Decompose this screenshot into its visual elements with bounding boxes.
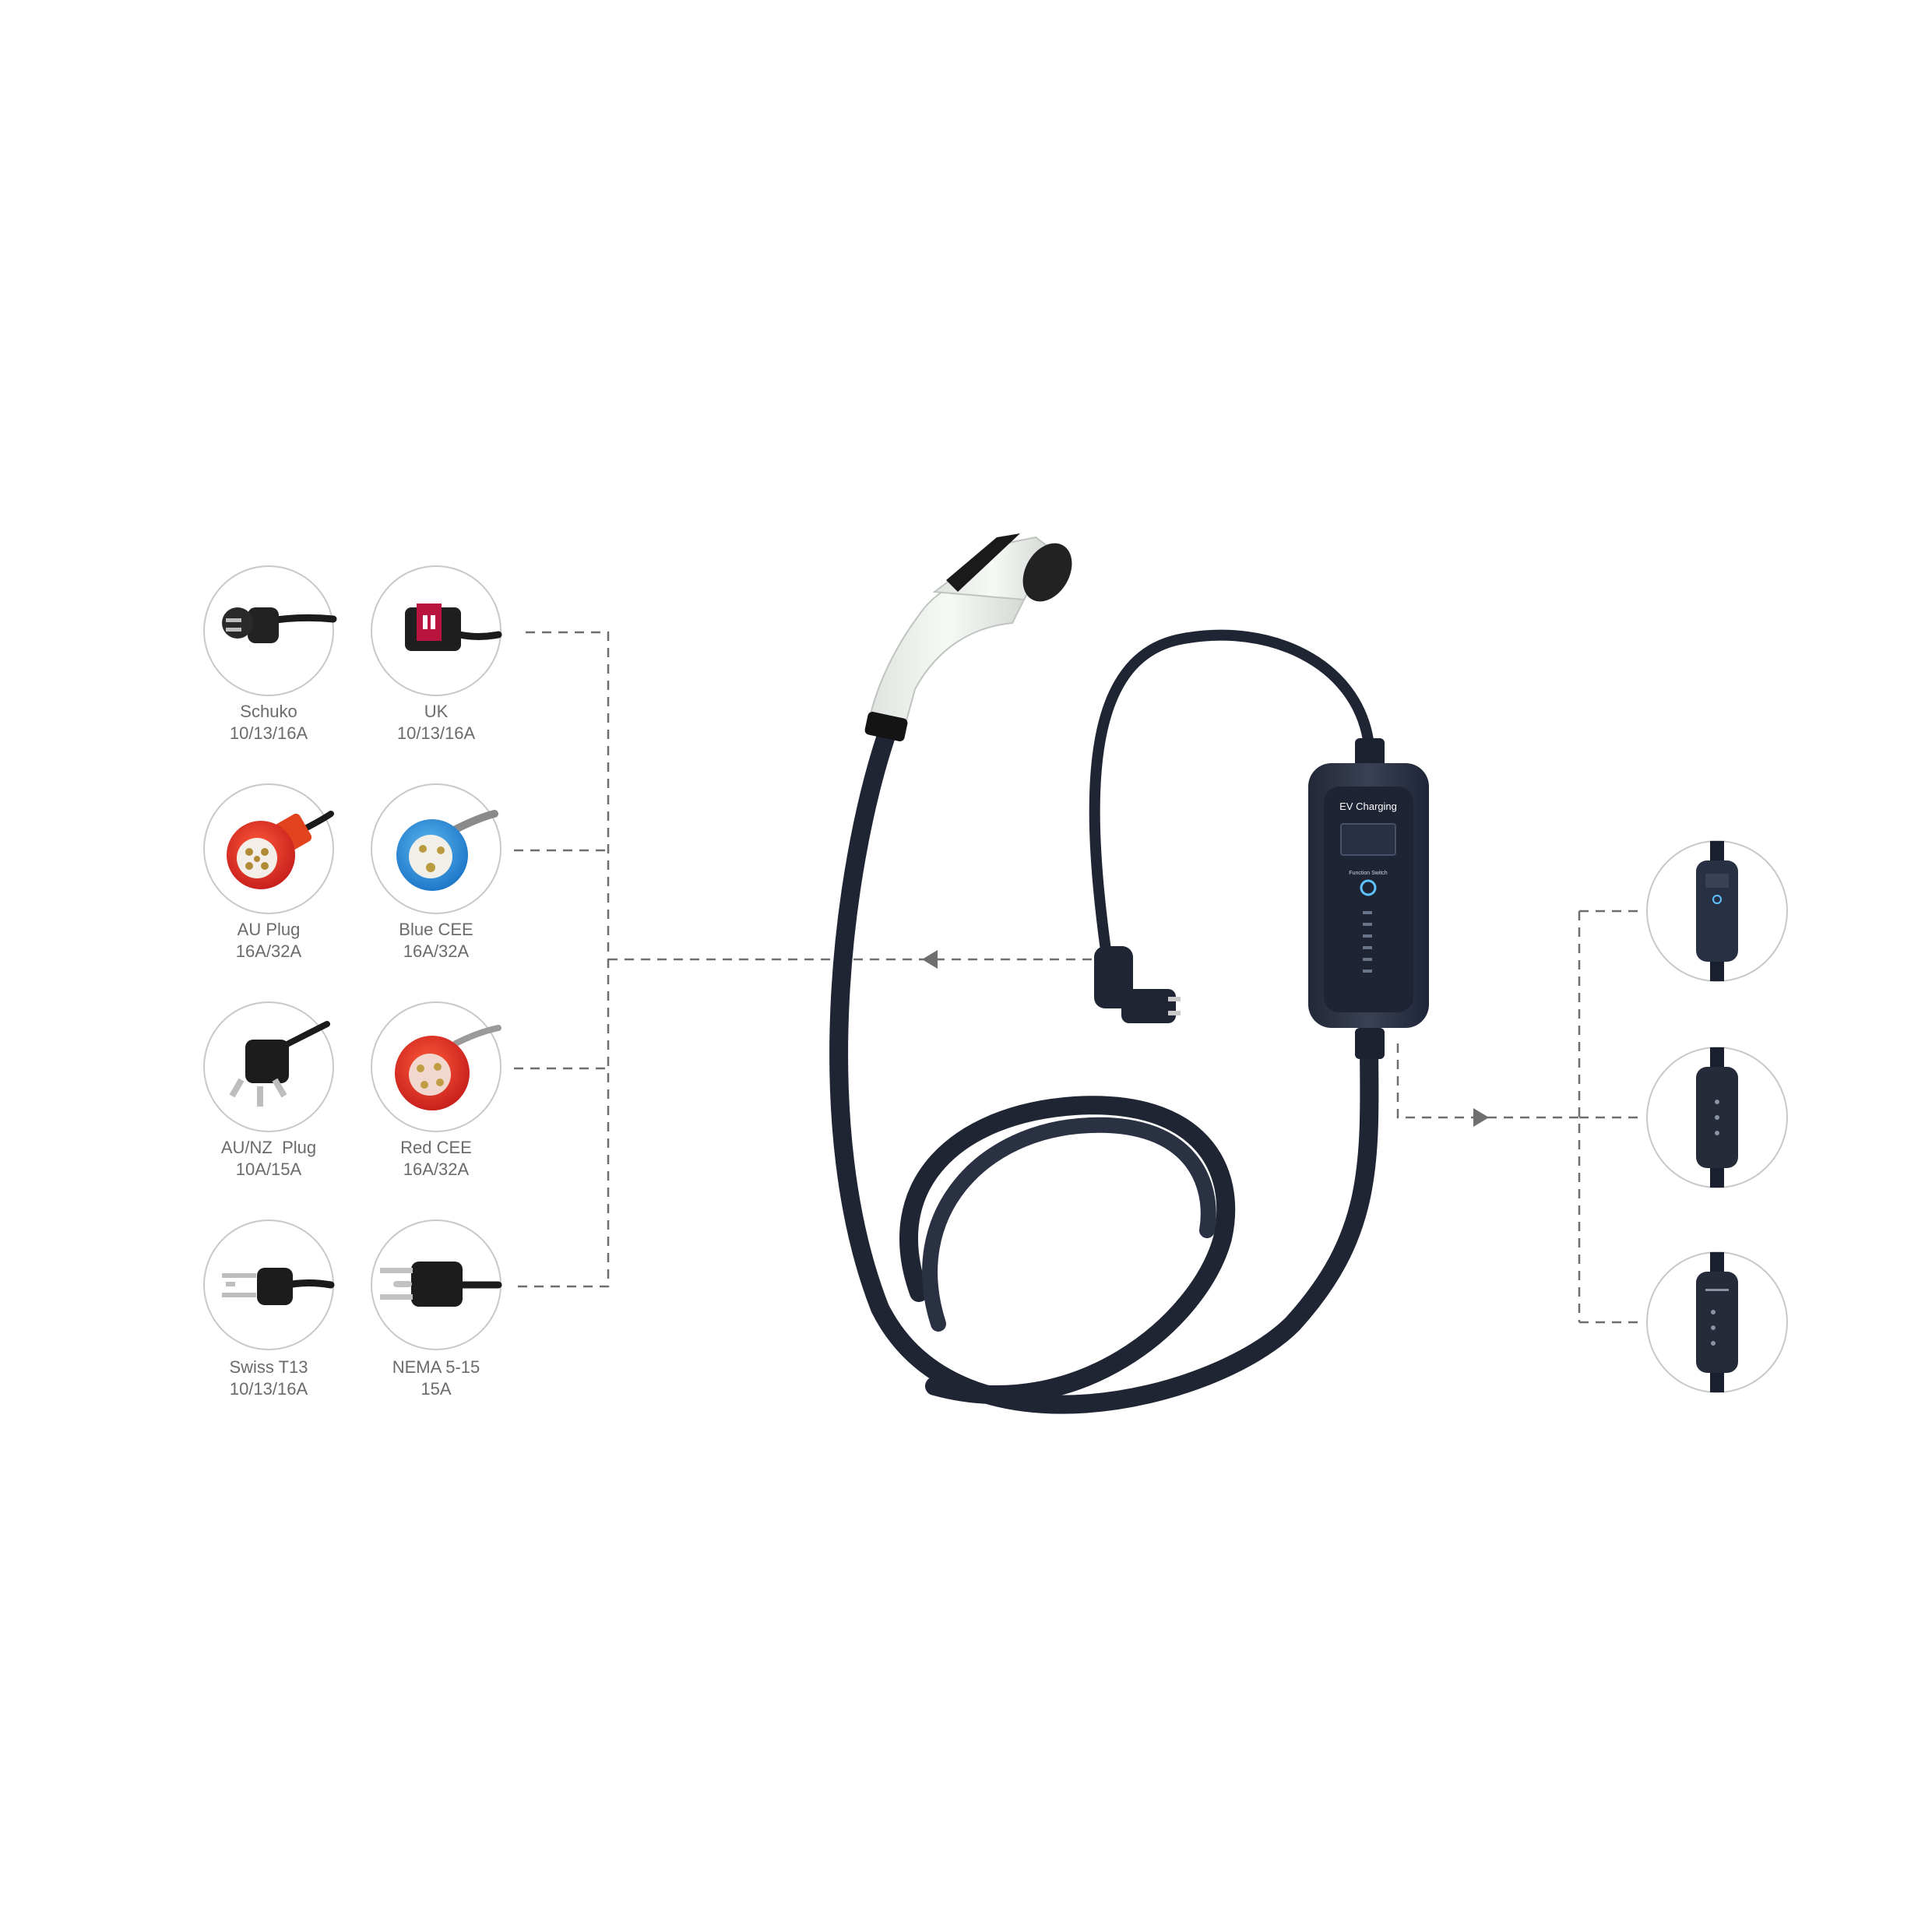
schuko-plug-icon	[203, 565, 337, 696]
swiss-t13-plug-icon	[203, 1219, 335, 1350]
input-plug-icon	[1094, 946, 1181, 1023]
plug-label-red-cee: Red CEE 16A/32A	[350, 1137, 522, 1181]
plug-name: AU Plug	[237, 920, 301, 939]
type2-connector-icon	[864, 533, 1072, 741]
au-industrial-plug-icon	[203, 783, 334, 914]
control-box: EV Charging Function Switch	[1308, 738, 1429, 1059]
status-leds-icon	[1363, 911, 1372, 973]
function-switch-label: Function Switch	[1349, 871, 1388, 876]
plug-label-schuko: Schuko 10/13/16A	[183, 701, 354, 744]
plug-label-au-nz: AU/NZ Plug 10A/15A	[183, 1137, 354, 1181]
au-nz-plug-icon	[203, 1001, 334, 1132]
control-box-title: EV Charging	[1339, 801, 1397, 812]
red-cee-plug-icon	[371, 1001, 501, 1132]
plug-name: Swiss T13	[229, 1357, 308, 1377]
plug-rating: 16A/32A	[403, 941, 470, 961]
plug-rating: 16A/32A	[235, 941, 302, 961]
blue-cee-plug-icon	[371, 783, 501, 914]
plug-label-nema-5-15: NEMA 5-15 15A	[350, 1357, 522, 1400]
plug-rating: 10/13/16A	[229, 723, 308, 743]
plug-label-swiss-t13: Swiss T13 10/13/16A	[183, 1357, 354, 1400]
input-cable	[1089, 629, 1374, 955]
plug-rating: 10/13/16A	[229, 1379, 308, 1399]
nema-5-15-plug-icon	[371, 1219, 502, 1350]
plug-name: Blue CEE	[399, 920, 473, 939]
charging-cable	[829, 727, 1379, 1414]
plug-label-blue-cee: Blue CEE 16A/32A	[350, 919, 522, 962]
control-box-led-text-variant-icon	[1646, 1251, 1788, 1393]
connector-box-line	[1396, 1043, 1579, 1119]
plug-rating: 10/13/16A	[396, 723, 476, 743]
plug-rating: 10A/15A	[235, 1160, 302, 1179]
plug-label-uk: UK 10/13/16A	[350, 701, 522, 744]
variant-connector-lines	[1396, 910, 1645, 1324]
plug-name: AU/NZ Plug	[220, 1138, 317, 1157]
plug-name: Red CEE	[400, 1138, 472, 1157]
control-box-display-variant-icon	[1646, 840, 1788, 982]
plug-name: NEMA 5-15	[392, 1357, 480, 1377]
function-switch-button	[1360, 879, 1377, 896]
uk-plug-icon	[371, 565, 502, 696]
plug-name: Schuko	[240, 702, 297, 721]
plug-connector-lines	[514, 631, 1102, 1288]
arrow-left-icon	[922, 950, 938, 969]
plug-label-au: AU Plug 16A/32A	[183, 919, 354, 962]
plug-rating: 15A	[421, 1379, 452, 1399]
ev-charger-product: EV Charging Function Switch	[829, 533, 1429, 1414]
display-screen	[1340, 823, 1396, 856]
connector-uk-line	[514, 631, 610, 1288]
arrow-right-icon	[1473, 1108, 1489, 1127]
control-box-led-variant-icon	[1646, 1047, 1788, 1188]
plug-rating: 16A/32A	[403, 1160, 470, 1179]
plug-name: UK	[424, 702, 449, 721]
